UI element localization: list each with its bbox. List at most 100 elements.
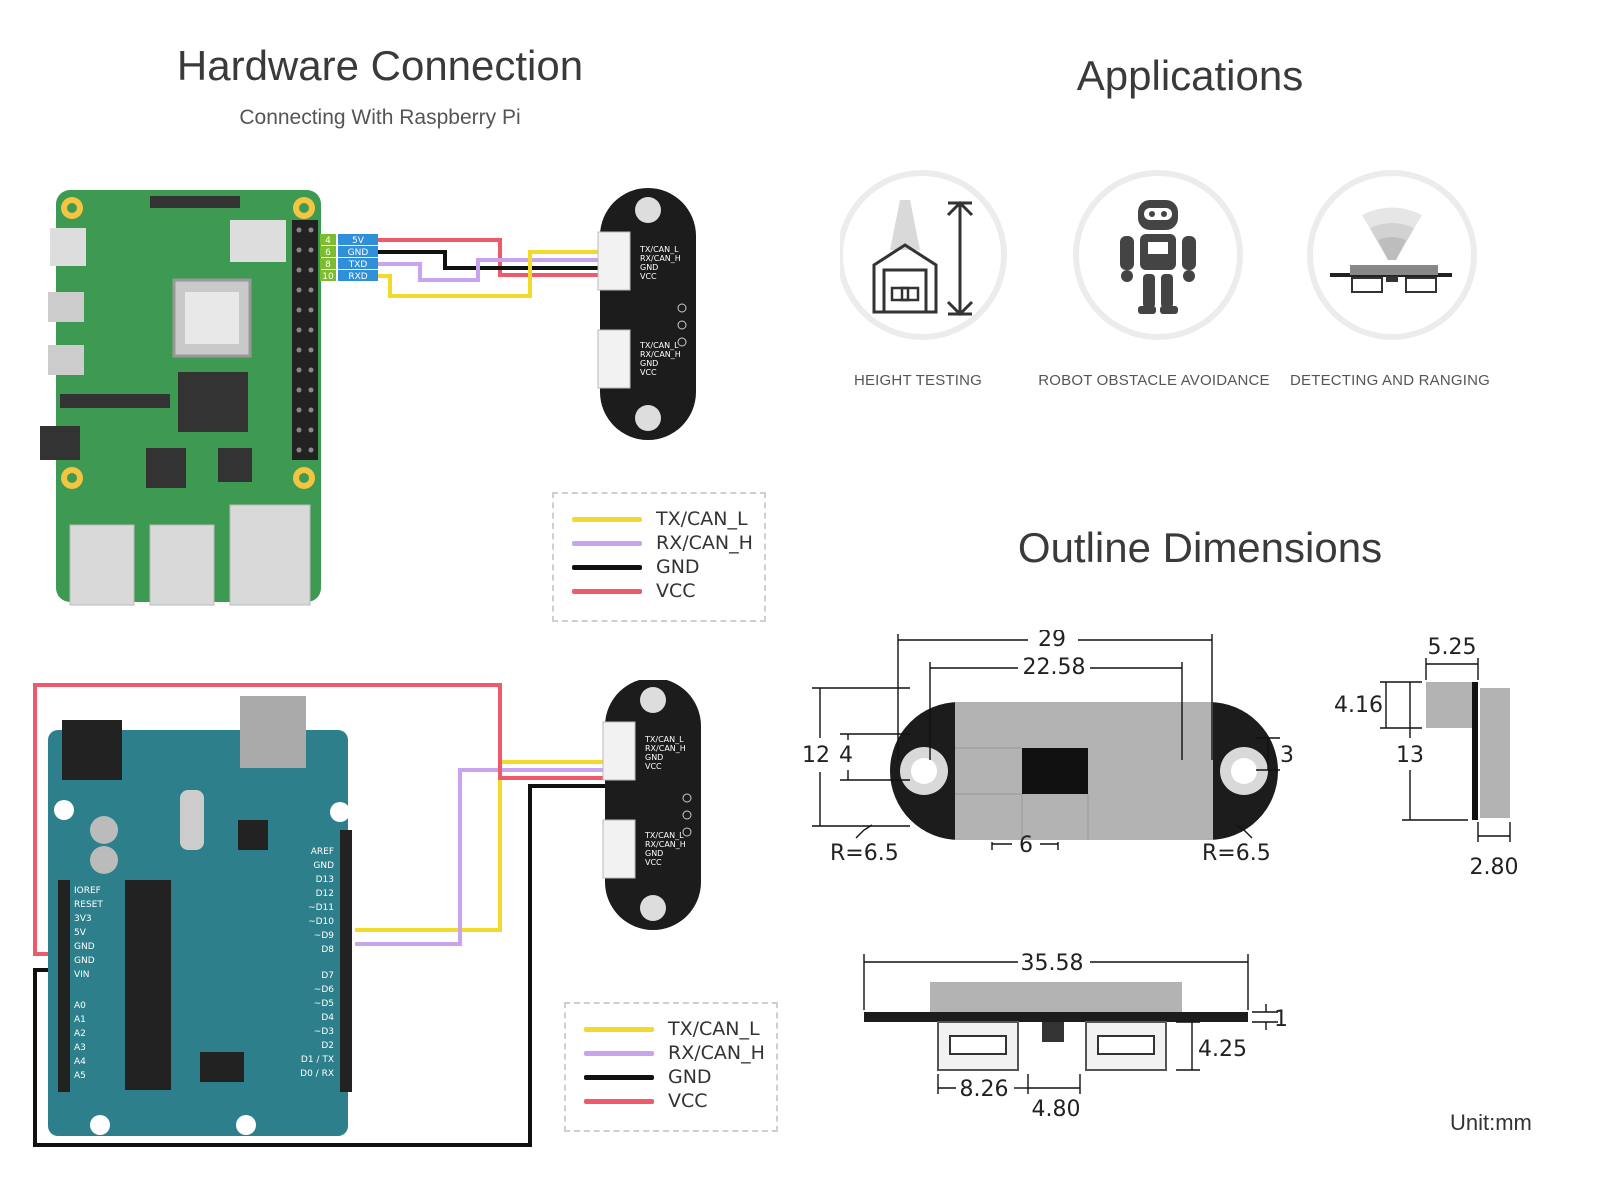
pi-pin-num: 8 [325,260,331,270]
dim-conn-height: 4.25 [1198,1037,1247,1062]
legend-label: VCC [668,1090,708,1112]
legend-label: TX/CAN_L [656,508,748,530]
dim-hole-dia: 3 [1280,743,1294,768]
arduino-pin-label: GND [313,861,334,871]
dim-height: 12 [802,743,830,768]
hardware-title: Hardware Connection [176,42,584,89]
legend-label: TX/CAN_L [668,1018,760,1040]
pi-pin-name: 5V [352,236,365,246]
module-label: GND [645,753,663,762]
pi-pin-num: 4 [325,236,331,246]
arduino-pin-label: ~D5 [314,999,334,1009]
dim-side-depth: 5.25 [1428,635,1477,660]
arduino-pin-label: ~D11 [308,903,334,913]
module-label: RX/CAN_H [640,350,681,359]
module-label: GND [645,849,663,858]
dim-side-height: 13 [1396,743,1424,768]
front-view [890,702,1278,840]
applications-title: Applications [1076,52,1304,99]
robot-icon [1073,170,1243,340]
bottom-view [864,982,1248,1071]
sensor-module-top: TX/CAN_L RX/CAN_H GND VCC TX/CAN_L RX/CA… [597,188,696,440]
pi-pin-numbers: 4 6 8 10 [320,234,336,282]
pi-pin-num: 6 [325,248,331,258]
arduino-pin-label: AREF [311,847,334,857]
module-label: VCC [640,272,657,281]
outline-title: Outline Dimensions [1017,524,1383,571]
raspberry-pi-wiring: 4 6 8 10 5V GND TXD RXD TX/CAN_L RX/CAN_… [40,188,696,606]
pi-pin-names: 5V GND TXD RXD [338,234,378,282]
legend-label: RX/CAN_H [668,1042,765,1064]
arduino-pin-label: ~D10 [308,917,334,927]
dim-bottom-width: 35.58 [1021,951,1084,976]
arduino-board [48,730,348,1136]
sensor-module-bottom: TX/CAN_L RX/CAN_H GND VCC TX/CAN_L RX/CA… [602,680,701,930]
arduino-pin-label: GND [74,956,95,966]
dim-radius-right: R=6.5 [1202,841,1271,866]
side-dimension-lines [1380,658,1511,842]
arduino-pin-label: VIN [74,970,90,980]
module-label: TX/CAN_L [639,341,679,350]
front-dimension-lines [812,634,1280,850]
legend-label: GND [656,556,700,578]
arduino-right-pins: AREF GND D13 D12 ~D11 ~D10 ~D9 D8 D7 ~D6… [300,847,334,1079]
pi-pin-name: GND [348,248,369,258]
module-label: TX/CAN_L [644,831,684,840]
unit-label: Unit:mm [1450,1110,1532,1135]
arduino-wiring: IOREF RESET 3V3 5V GND GND VIN A0 A1 A2 … [33,680,701,1147]
ranging-icon [1307,170,1477,340]
arduino-pin-label: D8 [321,945,334,955]
side-view [1426,682,1510,820]
module-label: RX/CAN_H [640,254,681,263]
module-label: VCC [645,762,662,771]
arduino-pin-label: D12 [316,889,334,899]
module-label: TX/CAN_L [639,245,679,254]
arduino-pin-label: IOREF [74,886,101,896]
arduino-pin-label: D7 [321,971,334,981]
dim-side-thick: 2.80 [1470,855,1519,880]
arduino-pin-label: D2 [321,1041,334,1051]
dim-conn-width: 8.26 [960,1077,1009,1102]
arduino-left-pins: IOREF RESET 3V3 5V GND GND VIN A0 A1 A2 … [74,886,103,1081]
pi-pin-name: TXD [348,260,368,270]
arduino-pin-label: A4 [74,1057,86,1067]
dim-sensor-width: 6 [1019,833,1033,858]
arduino-pin-label: ~D9 [314,931,334,941]
dim-side-offset: 4.16 [1334,693,1383,718]
legend-label: GND [668,1066,712,1088]
arduino-pin-label: 3V3 [74,914,92,924]
dim-hole-spacing: 22.58 [1023,655,1086,680]
arduino-pin-label: A3 [74,1043,86,1053]
dim-inner-height: 4 [839,743,853,768]
arduino-pin-label: 5V [74,928,87,938]
outline-drawings: 29 22.58 12 4 3 6 R=6.5 R=6.5 5.25 4.16 … [802,630,1519,1122]
pi-pin-name: RXD [348,272,367,282]
arduino-pin-label: A5 [74,1071,86,1081]
arduino-pin-label: ~D3 [314,1027,334,1037]
module-label: TX/CAN_L [644,735,684,744]
module-label: VCC [645,858,662,867]
arduino-pin-label: RESET [74,900,103,910]
bottom-dimension-lines [863,954,1278,1094]
applications-icons [840,170,1477,340]
arduino-pin-label: A0 [74,1001,86,1011]
module-label: RX/CAN_H [645,744,686,753]
arduino-pin-label: A2 [74,1029,86,1039]
dim-conn-gap: 4.80 [1032,1097,1081,1122]
app-label-ranging: DETECTING AND RANGING [1289,372,1491,389]
arduino-pin-label: D4 [321,1013,334,1023]
dim-total-width: 29 [1038,630,1066,652]
height-testing-icon [840,170,1007,340]
module-label: VCC [640,368,657,377]
arduino-pin-label: A1 [74,1015,86,1025]
dim-pcb-thick: 1 [1274,1007,1288,1032]
app-label-height: HEIGHT TESTING [853,372,983,389]
module-label: GND [640,359,658,368]
pi-wires [378,238,600,298]
module-label: RX/CAN_H [645,840,686,849]
module-label: GND [640,263,658,272]
arduino-pin-label: ~D6 [314,985,334,995]
arduino-pin-label: D0 / RX [300,1069,334,1079]
hardware-subtitle: Connecting With Raspberry Pi [239,106,521,129]
wire-legend-bottom: TX/CAN_L RX/CAN_H GND VCC [564,1002,778,1132]
